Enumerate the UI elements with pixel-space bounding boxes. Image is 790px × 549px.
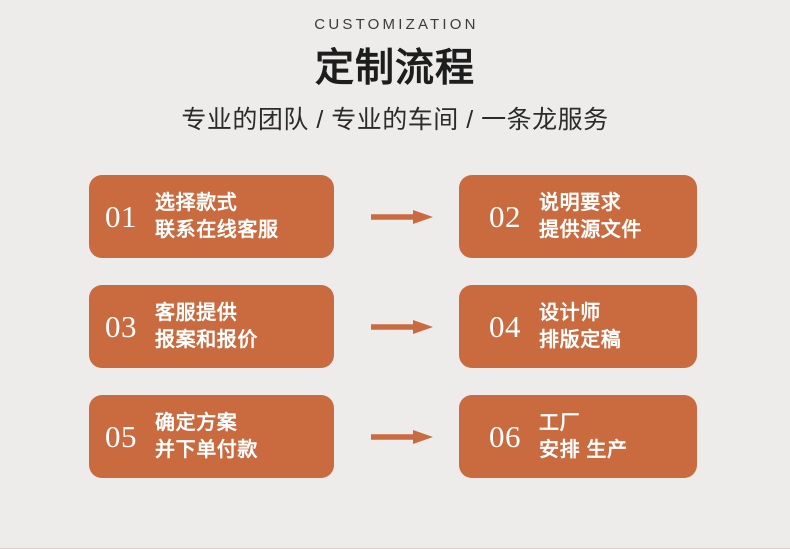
step-card-03[interactable]: 03 客服提供 报案和报价	[89, 285, 334, 368]
step-label-line2: 联系在线客服	[155, 218, 279, 241]
step-number: 06	[489, 419, 521, 454]
step-card-04[interactable]: 04 设计师 排版定稿	[459, 285, 697, 368]
step-label-line2: 并下单付款	[155, 438, 258, 461]
step-label-line2: 安排 生产	[539, 438, 628, 461]
flow-row: 01 选择款式 联系在线客服 02 说明要求 提供源文件	[0, 175, 790, 258]
flow-steps: 01 选择款式 联系在线客服 02 说明要求 提供源文件	[0, 175, 790, 478]
step-label-line1: 设计师	[539, 301, 601, 324]
page-subtitle: 专业的团队 / 专业的车间 / 一条龙服务	[181, 105, 609, 134]
step-label-line1: 说明要求	[539, 191, 622, 214]
step-card-05[interactable]: 05 确定方案 并下单付款	[89, 395, 334, 478]
step-number: 05	[105, 419, 137, 454]
page-title: 定制流程	[314, 47, 475, 90]
step-label-line1: 确定方案	[155, 411, 238, 434]
step-card-01[interactable]: 01 选择款式 联系在线客服	[89, 175, 334, 258]
step-number: 04	[489, 309, 521, 344]
step-card-06[interactable]: 06 工厂 安排 生产	[459, 395, 697, 478]
step-number: 03	[105, 309, 137, 344]
page-header: CUSTOMIZATION 定制流程 专业的团队 / 专业的车间 / 一条龙服务	[0, 0, 790, 135]
step-number: 02	[489, 199, 521, 234]
step-label: 设计师 排版定稿	[539, 300, 621, 353]
step-label-line1: 客服提供	[155, 301, 238, 324]
step-label: 选择款式 联系在线客服	[155, 190, 279, 243]
step-label: 说明要求 提供源文件	[539, 190, 642, 243]
arrow-right-icon	[371, 320, 433, 334]
step-label-line2: 提供源文件	[539, 218, 642, 241]
step-label-line2: 排版定稿	[539, 328, 622, 351]
step-label: 工厂 安排 生产	[539, 410, 628, 463]
step-card-02[interactable]: 02 说明要求 提供源文件	[459, 175, 697, 258]
flow-row: 03 客服提供 报案和报价 04 设计师 排版定稿	[0, 285, 790, 368]
arrow-right-icon	[371, 430, 433, 444]
step-label-line1: 工厂	[539, 411, 581, 434]
step-label: 确定方案 并下单付款	[155, 410, 258, 463]
step-label-line1: 选择款式	[155, 191, 238, 214]
flow-row: 05 确定方案 并下单付款 06 工厂 安排 生产	[0, 395, 790, 478]
step-label: 客服提供 报案和报价	[155, 300, 258, 353]
step-label-line2: 报案和报价	[155, 328, 258, 351]
arrow-right-icon	[371, 210, 433, 224]
eyebrow-label: CUSTOMIZATION	[314, 16, 479, 33]
step-number: 01	[105, 199, 137, 234]
